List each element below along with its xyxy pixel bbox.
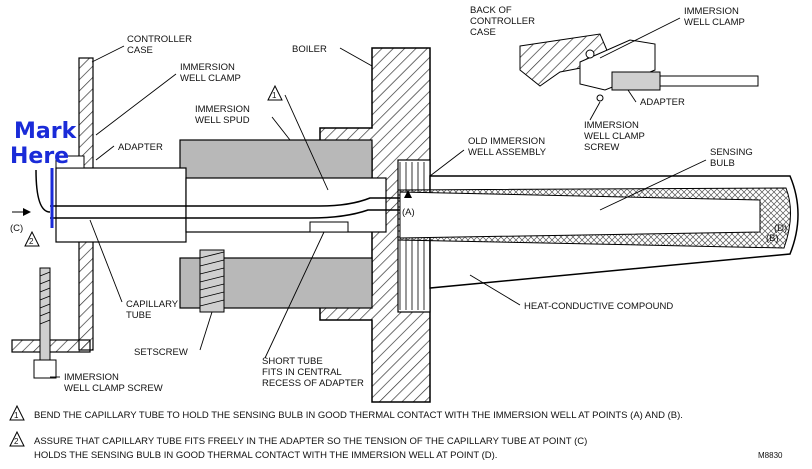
label-sensing-2: BULB: [710, 158, 735, 169]
label-controller-case-2: CASE: [127, 45, 153, 56]
note-2-num: 2: [14, 437, 19, 446]
label-clamp-screw-2: WELL CLAMP SCREW: [64, 383, 163, 394]
note-2-line1: ASSURE THAT CAPILLARY TUBE FITS FREELY I…: [34, 436, 587, 447]
label-short-tube-3: RECESS OF ADAPTER: [262, 378, 364, 389]
note-1-flag: [267, 84, 283, 101]
label-short-tube-1: SHORT TUBE: [262, 356, 323, 367]
label-inset-clamp-1: IMMERSION: [684, 6, 739, 17]
mark-label: Mark: [14, 119, 78, 144]
label-well-clamp-2: WELL CLAMP: [180, 73, 241, 84]
flag-2-text: 2: [29, 237, 34, 246]
label-capillary-1: CAPILLARY: [126, 299, 179, 310]
label-controller-case-1: CONTROLLER: [127, 34, 192, 45]
label-back-case-2: CONTROLLER: [470, 16, 535, 27]
notes: 1 BEND THE CAPILLARY TUBE TO HOLD THE SE…: [9, 404, 783, 461]
note-1-num: 1: [14, 411, 19, 420]
label-back-case-3: CASE: [470, 27, 496, 38]
label-sensing-1: SENSING: [710, 147, 753, 158]
mark-here-annotation: Mark Here: [10, 119, 78, 228]
note-1-text: BEND THE CAPILLARY TUBE TO HOLD THE SENS…: [34, 410, 683, 421]
label-boiler: BOILER: [292, 44, 327, 55]
point-d: (D): [774, 223, 787, 234]
label-old-well-1: OLD IMMERSION: [468, 136, 545, 147]
note-2-line2: HOLDS THE SENSING BULB IN GOOD THERMAL C…: [34, 450, 497, 461]
setscrew: [199, 249, 225, 313]
point-b: (B): [766, 233, 779, 244]
label-compound: HEAT-CONDUCTIVE COMPOUND: [524, 301, 673, 312]
label-well-clamp-1: IMMERSION: [180, 62, 235, 73]
point-a: (A): [402, 207, 415, 218]
label-inset-clamp-2: WELL CLAMP: [684, 17, 745, 28]
label-old-well-2: WELL ASSEMBLY: [468, 147, 547, 158]
label-inset-screw-1: IMMERSION: [584, 120, 639, 131]
label-inset-adapter: ADAPTER: [640, 97, 685, 108]
figure-code: M8830: [758, 451, 783, 460]
inset-detail: [519, 33, 759, 102]
adapter: [55, 155, 387, 243]
label-inset-screw-3: SCREW: [584, 142, 619, 153]
label-spud-1: IMMERSION: [195, 104, 250, 115]
label-inset-screw-2: WELL CLAMP: [584, 131, 645, 142]
flag-1-text: 1: [272, 91, 277, 100]
label-clamp-screw-1: IMMERSION: [64, 372, 119, 383]
capillary-tube: [35, 169, 400, 219]
clamp-screw: [33, 267, 57, 379]
here-label: Here: [10, 144, 69, 169]
labels: CONTROLLER CASE IMMERSION WELL CLAMP BOI…: [10, 5, 787, 394]
short-tube: [309, 221, 349, 233]
immersion-well: [397, 175, 799, 289]
label-adapter: ADAPTER: [118, 142, 163, 153]
label-spud-2: WELL SPUD: [195, 115, 250, 126]
note-2-flag: [24, 230, 40, 247]
label-setscrew: SETSCREW: [134, 347, 188, 358]
point-c: (C): [10, 223, 23, 234]
label-capillary-2: TUBE: [126, 310, 151, 321]
label-short-tube-2: FITS IN CENTRAL: [262, 367, 342, 378]
label-back-case-1: BACK OF: [470, 5, 512, 16]
